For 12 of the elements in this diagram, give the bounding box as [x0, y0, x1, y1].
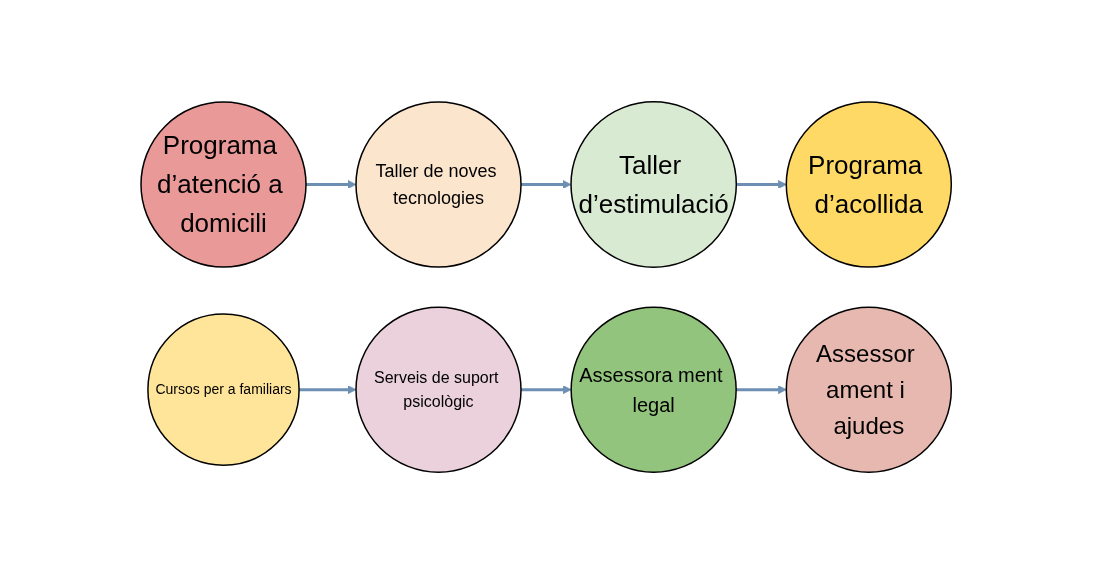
node-circle: Assessor ament i ajudes	[785, 306, 953, 473]
node-circle: Taller de noves tecnologies	[355, 101, 523, 268]
arrow	[521, 385, 572, 395]
node-circle: Programa d’atenció a domicili	[140, 101, 308, 268]
node-circle: Cursos per a familiars	[147, 313, 301, 466]
node-circle: Programa d’acollida	[785, 101, 953, 268]
node-circle: Assessora ment legal	[570, 306, 738, 473]
node-circle: Taller d’estimulació	[570, 101, 738, 268]
arrow	[306, 180, 357, 189]
arrow	[521, 180, 572, 189]
arrow	[299, 385, 357, 395]
node-circle: Serveis de suport psicològic	[355, 306, 523, 473]
